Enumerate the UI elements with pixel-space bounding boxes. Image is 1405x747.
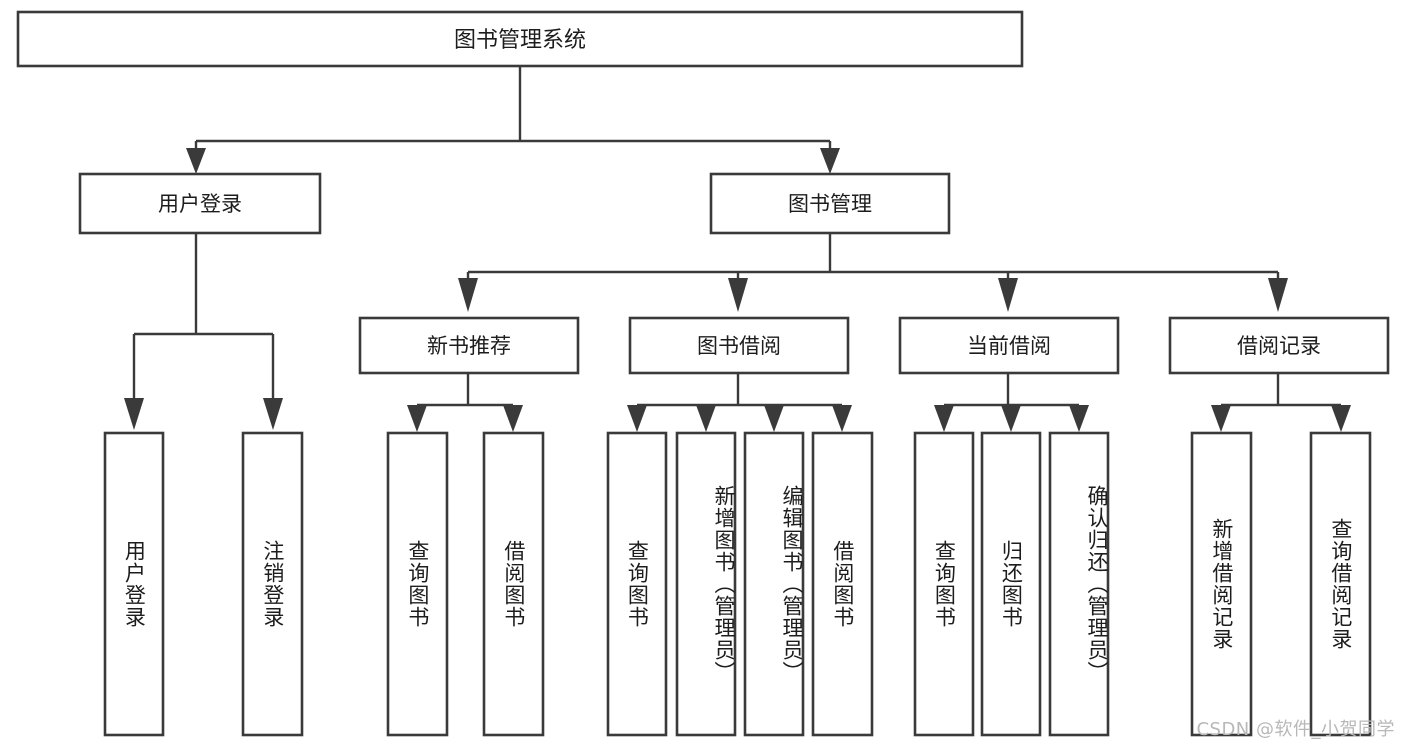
node-borrow-record-rect[interactable] xyxy=(1168,316,1390,375)
node-borrow-record[interactable]: 借阅记录 xyxy=(1168,316,1390,375)
arrowhead-book-borrow xyxy=(728,278,748,312)
arrowhead-borrow-record xyxy=(1268,278,1288,312)
node-user-login-rect[interactable] xyxy=(78,172,322,235)
arrowhead-leaf-edit-book xyxy=(764,405,784,432)
arrowhead-leaf-query-book-2 xyxy=(627,405,647,432)
node-root-rect[interactable] xyxy=(16,10,1024,68)
arrowhead-leaf-confirm-return xyxy=(1069,405,1089,432)
arrowhead-leaf-query-book-1 xyxy=(407,405,427,432)
node-leaf-query-record-rect[interactable] xyxy=(1309,431,1372,737)
arrowhead-leaf-user-logout xyxy=(263,398,283,430)
arrowhead-new-book-recommend xyxy=(458,278,478,312)
node-leaf-edit-book-rect[interactable] xyxy=(743,431,805,737)
node-book-borrow[interactable]: 图书借阅 xyxy=(628,316,850,375)
node-book-management-label: 图书管理 xyxy=(788,192,872,216)
node-user-login[interactable]: 用户登录 xyxy=(78,172,322,235)
arrowhead-leaf-query-book-3 xyxy=(934,405,954,432)
node-book-management[interactable]: 图书管理 xyxy=(709,172,951,235)
node-leaf-query-book-1-rect[interactable] xyxy=(386,431,449,737)
node-leaf-confirm-return-rect[interactable] xyxy=(1048,431,1110,737)
node-leaf-borrow-book-1-rect[interactable] xyxy=(482,431,545,737)
node-root[interactable]: 图书管理系统 xyxy=(16,10,1024,68)
connector-group-book-borrow xyxy=(627,373,852,432)
connector-group-user-login xyxy=(124,233,283,430)
node-leaf-user-logout-rect[interactable] xyxy=(241,431,304,737)
arrowhead-leaf-query-record xyxy=(1331,405,1351,432)
node-root-label: 图书管理系统 xyxy=(454,28,586,53)
node-current-borrow-rect[interactable] xyxy=(898,316,1120,375)
connector-group-new-book-recommend xyxy=(407,373,523,432)
node-leaf-query-book-2-rect[interactable] xyxy=(606,431,668,737)
node-new-book-recommend-rect[interactable] xyxy=(358,316,580,375)
node-leaf-add-record-rect[interactable] xyxy=(1190,431,1253,737)
arrowhead-book-management xyxy=(820,148,840,174)
connector-group-book-management xyxy=(458,233,1288,312)
node-user-login-label: 用户登录 xyxy=(158,192,242,216)
arrowhead-user-login xyxy=(186,148,206,174)
node-leaf-user-login-rect[interactable] xyxy=(103,431,165,737)
arrowhead-leaf-add-book xyxy=(696,405,716,432)
node-book-borrow-rect[interactable] xyxy=(628,316,850,375)
node-current-borrow-label: 当前借阅 xyxy=(967,334,1051,358)
connector-group-borrow-record xyxy=(1211,373,1351,432)
connector-group-root xyxy=(186,66,840,174)
node-new-book-recommend[interactable]: 新书推荐 xyxy=(358,316,580,375)
node-leaf-return-book-rect[interactable] xyxy=(980,431,1042,737)
node-borrow-record-label: 借阅记录 xyxy=(1237,334,1321,358)
arrowhead-leaf-add-record xyxy=(1211,405,1231,432)
watermark-text: CSDN @软件_小贺同学 xyxy=(1196,719,1395,740)
arrowhead-leaf-borrow-book-1 xyxy=(503,405,523,432)
node-new-book-recommend-label: 新书推荐 xyxy=(427,334,511,358)
node-leaf-add-book-rect[interactable] xyxy=(675,431,737,737)
node-book-borrow-label: 图书借阅 xyxy=(697,334,781,358)
connector-group-current-borrow xyxy=(934,373,1089,432)
node-book-management-rect[interactable] xyxy=(709,172,951,235)
arrowhead-leaf-return-book xyxy=(1001,405,1021,432)
arrowhead-current-borrow xyxy=(998,278,1018,312)
node-leaf-borrow-book-2-rect[interactable] xyxy=(811,431,874,737)
arrowhead-leaf-borrow-book-2 xyxy=(832,405,852,432)
node-current-borrow[interactable]: 当前借阅 xyxy=(898,316,1120,375)
arrowhead-leaf-user-login xyxy=(124,398,144,430)
node-leaf-query-book-3-rect[interactable] xyxy=(913,431,975,737)
